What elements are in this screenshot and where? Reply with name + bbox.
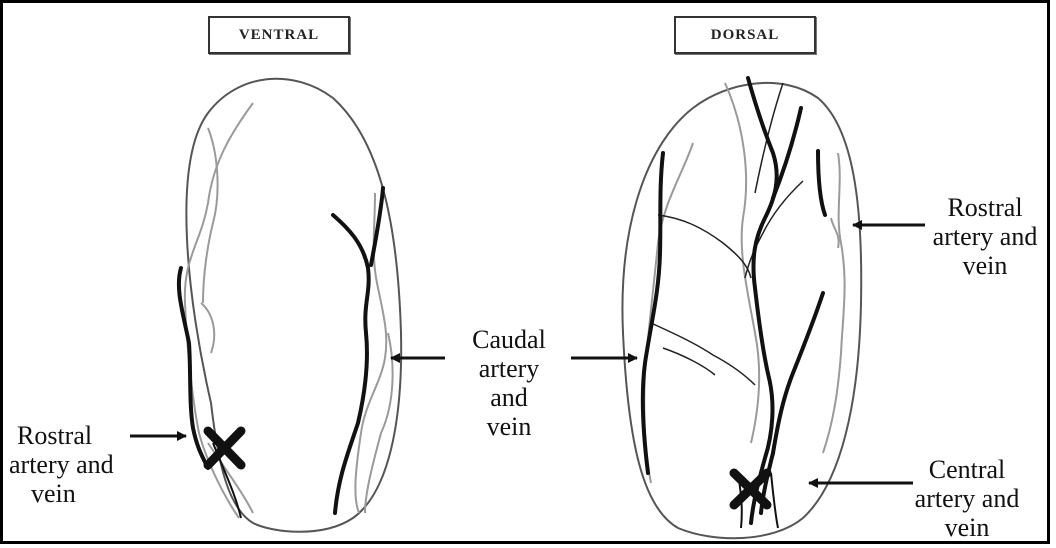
rostral-left-label-line2: artery and — [9, 450, 135, 479]
caudal-label-line4: vein — [448, 412, 570, 441]
central-label: Central artery and vein — [903, 455, 1031, 542]
rostral-left-label: Rostral artery and vein — [17, 421, 135, 508]
dorsal-organ-outline — [622, 83, 861, 538]
dorsal-dark-vessels — [643, 78, 825, 523]
caudal-label-line3: and — [448, 383, 570, 412]
ventral-ligation-x-icon — [208, 431, 241, 465]
ventral-organ-outline — [186, 79, 401, 532]
rostral-right-label-line3: vein — [925, 251, 1045, 280]
caudal-label-line2: artery — [448, 354, 570, 383]
caudal-label-line1: Caudal — [448, 325, 570, 354]
caudal-label: Caudal artery and vein — [448, 325, 570, 441]
kidney-vessel-diagram — [3, 3, 1053, 547]
rostral-right-label: Rostral artery and vein — [925, 193, 1045, 280]
dorsal-ligation-x-icon — [734, 473, 767, 505]
rostral-right-label-line1: Rostral — [925, 193, 1045, 222]
rostral-left-label-line3: vein — [31, 479, 135, 508]
central-label-line2: artery and — [903, 484, 1031, 513]
central-label-line1: Central — [903, 455, 1031, 484]
rostral-left-label-line1: Rostral — [17, 421, 135, 450]
dorsal-thin-branches — [651, 83, 803, 385]
rostral-right-label-line2: artery and — [925, 222, 1045, 251]
central-label-line3: vein — [903, 513, 1031, 542]
dorsal-light-vessels — [644, 83, 844, 483]
